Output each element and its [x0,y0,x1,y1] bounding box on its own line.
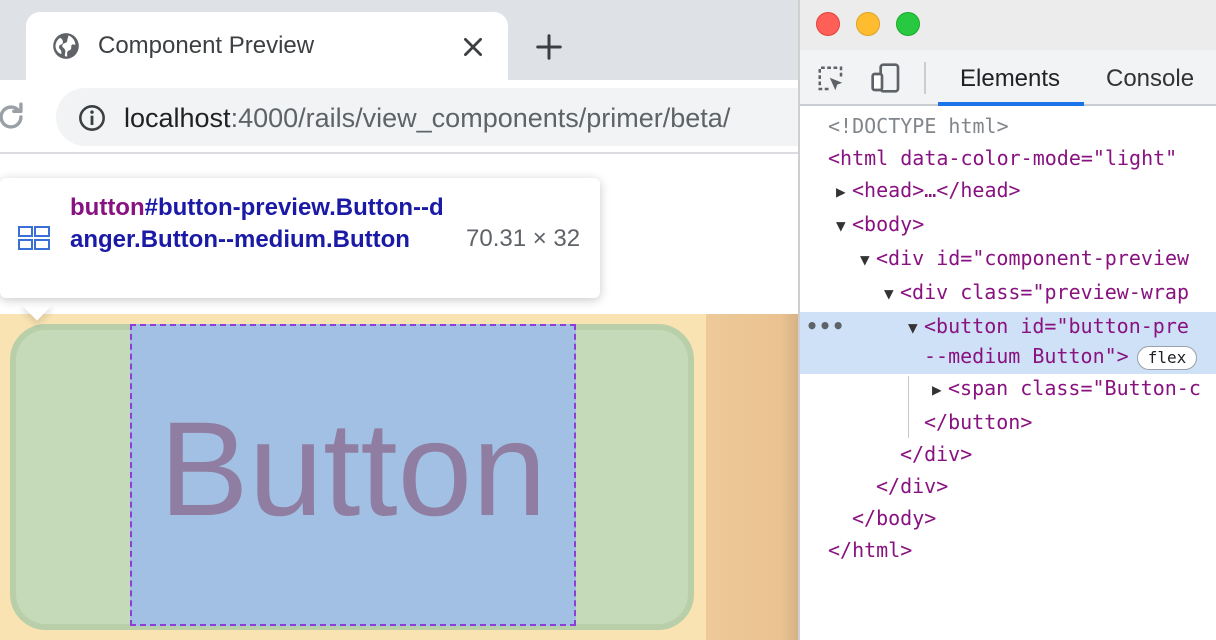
expand-arrow-icon[interactable]: ▶ [932,380,942,399]
plus-icon[interactable] [534,32,564,62]
collapse-arrow-icon[interactable]: ▼ [836,216,846,235]
inspect-element-icon[interactable] [816,64,846,94]
active-tab-indicator [938,102,1084,106]
devtools-tabbar: Elements Console [800,50,1216,106]
element-tag: button [70,194,145,221]
element-id-classes: #button-preview.Button--danger.Button--m… [70,194,444,253]
toolbar-separator [924,62,926,94]
expand-arrow-icon[interactable]: ▶ [836,182,846,201]
close-icon[interactable] [460,34,486,60]
reload-icon[interactable] [0,100,28,134]
dom-line-preview-wrapper[interactable]: ▼<div class="preview-wrap [800,276,1216,308]
dom-line-body-open[interactable]: ▼<body> [800,208,1216,240]
dom-line-html-close[interactable]: </html> [828,538,913,562]
device-toolbar-icon[interactable] [870,62,902,94]
container-overlay [706,314,800,640]
tooltip-arrow-cover [16,286,60,298]
collapse-arrow-icon[interactable]: ▼ [884,284,894,303]
dom-tree: <!DOCTYPE html> <html data-color-mode="l… [800,108,1216,640]
tab-title: Component Preview [98,32,315,59]
tab-elements[interactable]: Elements [960,65,1061,92]
button-label: Button [159,395,547,544]
devtools-window: Elements Console <!DOCTYPE html> <html d… [798,0,1216,640]
tab-strip: Component Preview [0,0,800,80]
content-overlay [130,324,576,626]
element-size: 70.31 × 32 [466,225,581,252]
url-text: localhost:4000/rails/view_components/pri… [124,102,730,134]
dom-line-button-selected[interactable]: ••• ▼<button id="button-pre [800,310,1216,342]
close-window-button[interactable] [816,12,840,36]
dom-line-body-close[interactable]: </body> [852,506,937,530]
dom-line-html-open[interactable]: <html data-color-mode="light" [828,146,1178,170]
zoom-window-button[interactable] [896,12,920,36]
url-path: :4000/rails/view_components/primer/beta/ [230,103,731,133]
collapse-arrow-icon[interactable]: ▼ [860,250,870,269]
dom-line-button-close[interactable]: </button> [924,410,1033,434]
more-options-icon[interactable]: ••• [806,314,846,338]
dom-line-component-preview[interactable]: ▼<div id="component-preview [800,242,1216,274]
page-viewport: Button button#button-preview.Button--dan… [0,154,800,640]
browser-toolbar: localhost:4000/rails/view_components/pri… [0,80,800,154]
globe-icon [53,33,79,59]
element-selector: button#button-preview.Button--danger.But… [70,192,450,256]
address-bar[interactable]: localhost:4000/rails/view_components/pri… [56,88,800,146]
flex-badge[interactable]: flex [1136,345,1198,370]
dom-line-div-close[interactable]: </div> [876,474,949,498]
collapse-arrow-icon[interactable]: ▼ [908,318,918,337]
flex-layout-icon [18,226,50,250]
url-host: localhost [124,103,231,133]
tab-console[interactable]: Console [1106,65,1195,92]
dom-line-doctype[interactable]: <!DOCTYPE html> [828,114,1009,138]
dom-line-head[interactable]: ▶<head>…</head> [800,174,1216,206]
inspect-tooltip: button#button-preview.Button--danger.But… [0,178,600,298]
devtools-titlebar [800,0,1216,50]
minimize-window-button[interactable] [856,12,880,36]
indent-guide [908,376,909,438]
dom-line-span[interactable]: ▶<span class="Button-c [800,372,1216,404]
info-icon[interactable] [78,104,106,132]
dom-line-div-close[interactable]: </div> [900,442,973,466]
tab-component-preview[interactable]: Component Preview [26,12,508,80]
browser-window: Component Preview localhost:4000/rails/v… [0,0,800,640]
dom-line-button-cont[interactable]: --medium Button">flex [800,340,1216,372]
